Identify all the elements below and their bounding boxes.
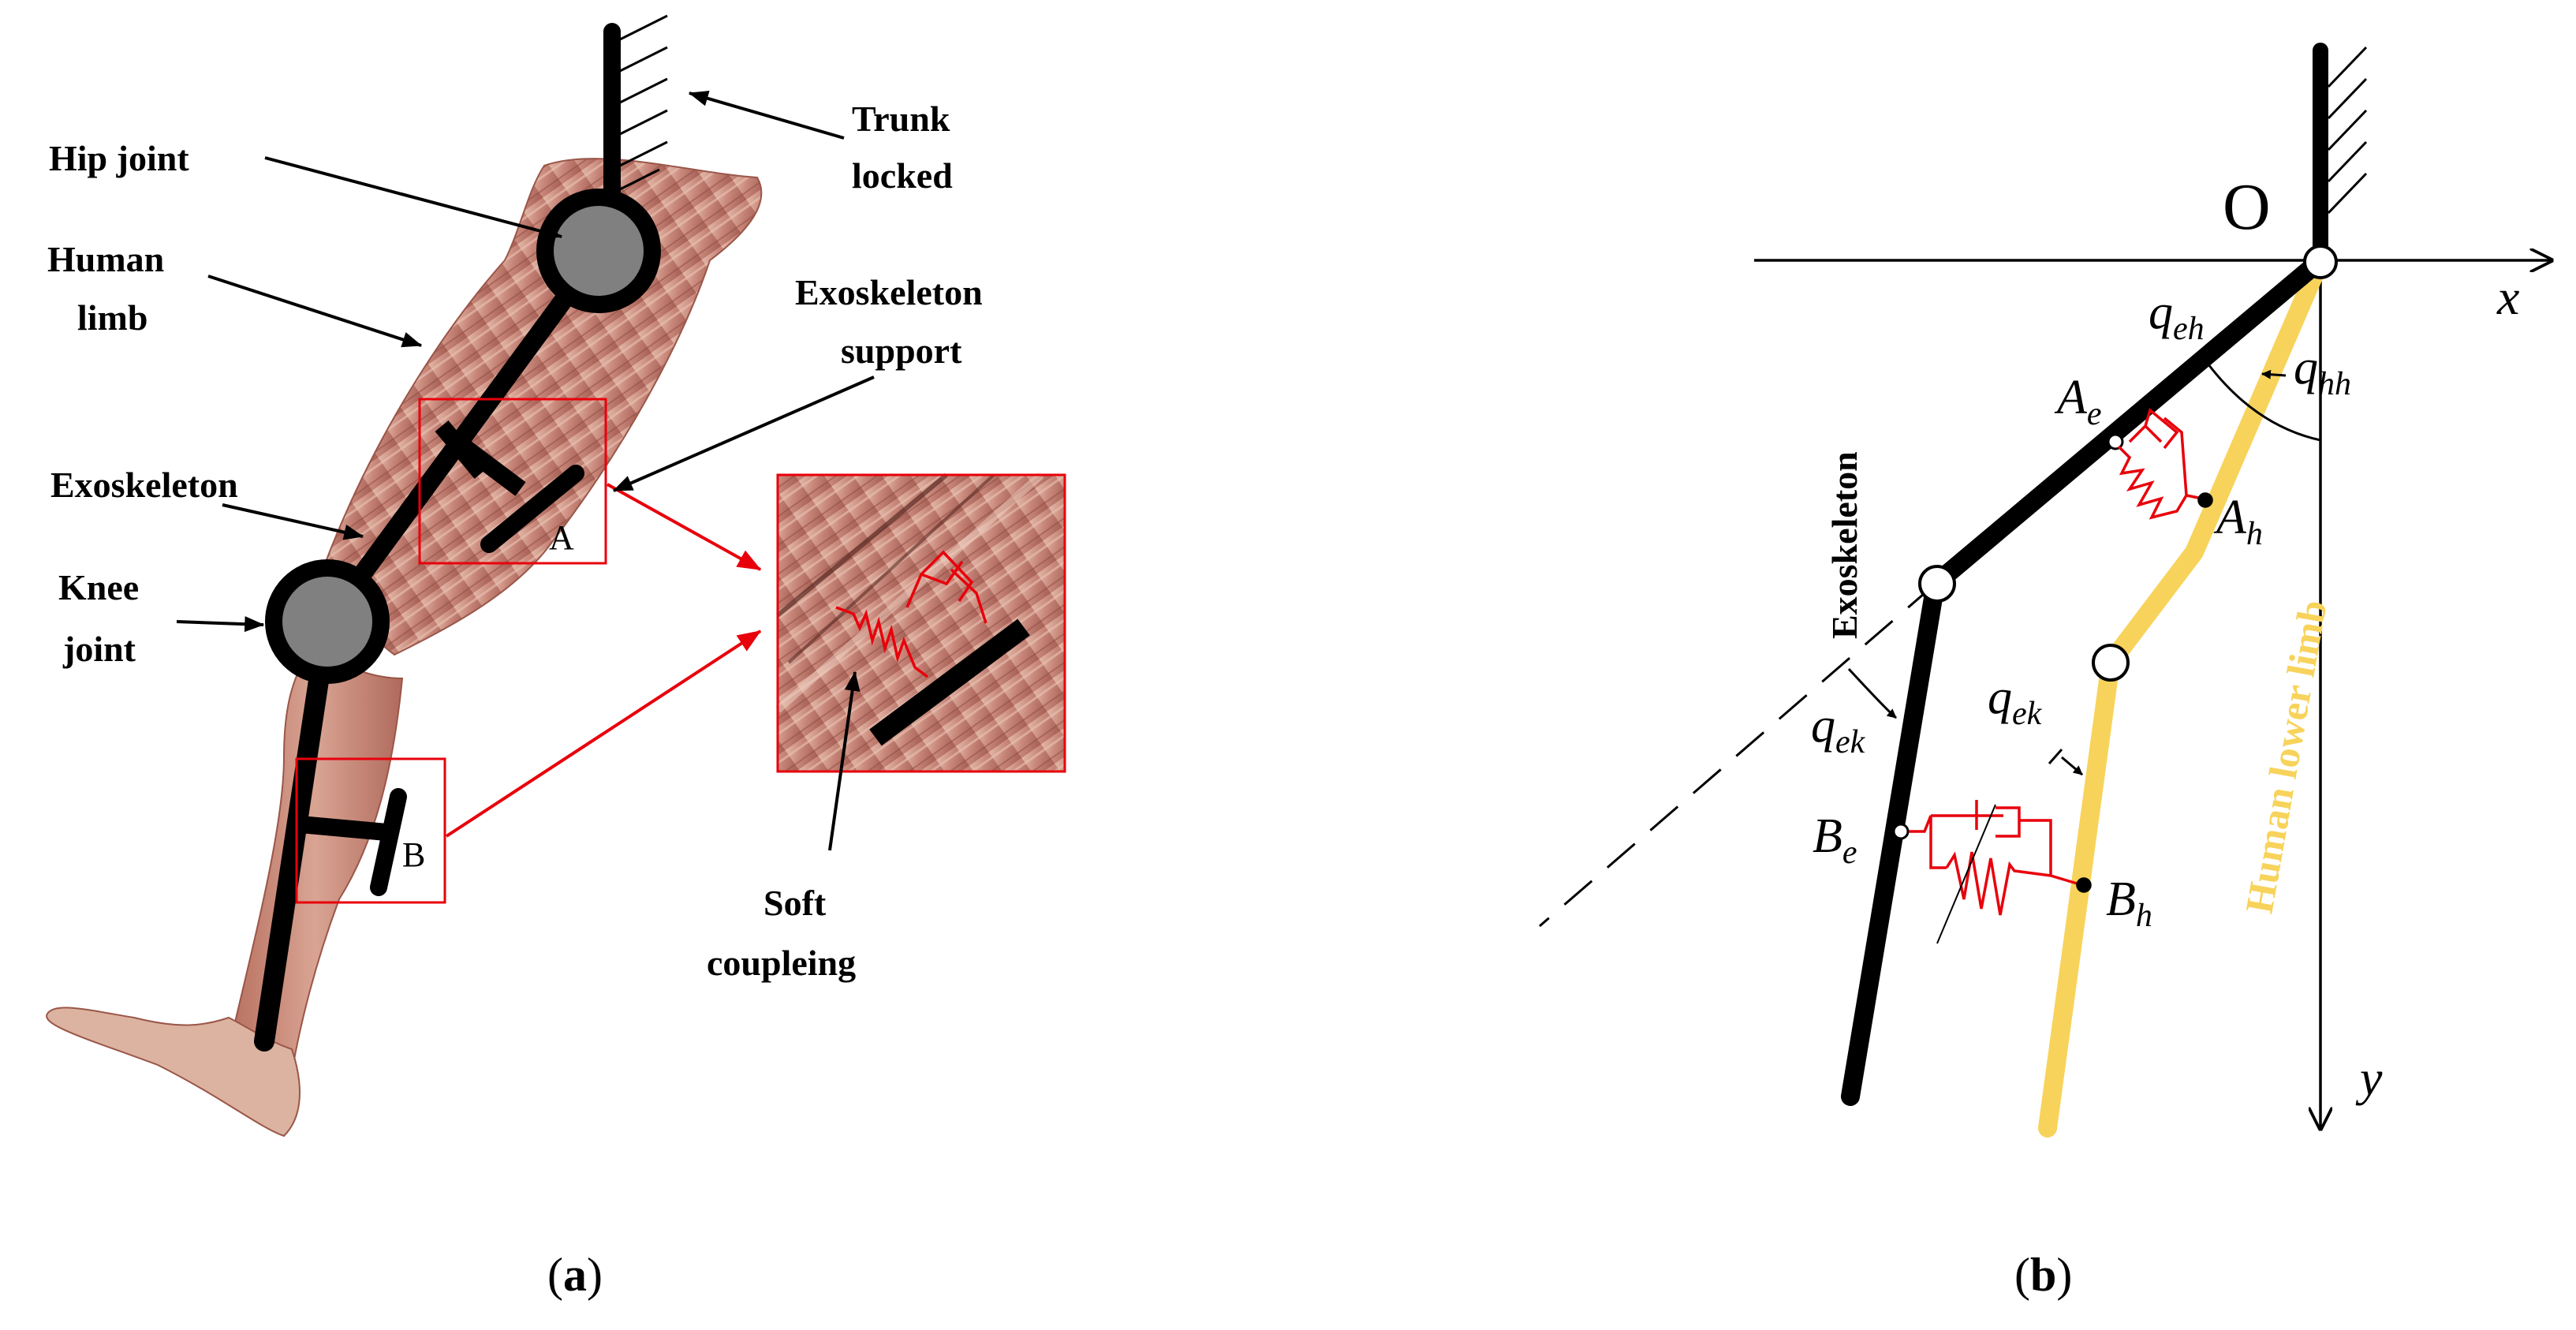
label-hip-joint: Hip joint <box>49 138 189 178</box>
red-arrow-a <box>607 483 762 571</box>
box-a <box>418 398 607 565</box>
inset <box>775 472 1066 773</box>
support-a-stub <box>435 420 488 480</box>
trunk-hatching-b <box>2327 46 2368 215</box>
arrow-knee <box>176 616 265 633</box>
label-bh: Bh <box>2106 872 2152 934</box>
foot-shape <box>46 1007 301 1138</box>
coupling-a <box>2107 407 2213 520</box>
label-trunk-2: locked <box>852 155 953 196</box>
support-b-pad <box>370 788 407 896</box>
label-be: Be <box>1813 809 1857 871</box>
angle-ref-ek-human <box>2048 749 2063 764</box>
hip-joint-b <box>2303 245 2338 279</box>
exo-thigh-line-b <box>1926 251 2330 593</box>
inset-background <box>778 475 1065 771</box>
angle-tick-ek-human <box>2061 756 2083 776</box>
knee-joint-exo-b <box>1918 565 1956 603</box>
panel-a: A B Trunk locked <box>46 14 1066 1301</box>
box-b <box>295 757 446 904</box>
label-q-hh: qhh <box>2294 341 2351 402</box>
support-b-arm <box>299 816 387 841</box>
caption-b: (b) <box>2014 1249 2072 1301</box>
hip-joint-circle <box>536 189 661 313</box>
label-trunk-1: Trunk <box>852 99 950 139</box>
coupling-b <box>1892 800 2092 944</box>
label-knee-1: Knee <box>58 567 139 607</box>
label-exoskeleton-b: Exoskeleton <box>1824 451 1865 639</box>
label-q-ek-human: qek <box>1988 671 2043 732</box>
angle-arc-ek-exo <box>1847 667 1897 719</box>
angle-arc-eh <box>2199 354 2321 442</box>
label-human-2: limb <box>77 297 147 338</box>
thigh-extension-dashed <box>1539 582 1936 928</box>
arrow-support <box>612 375 875 492</box>
label-knee-2: joint <box>62 629 136 669</box>
label-soft-2: coupleing <box>707 943 856 983</box>
arrow-exoskeleton <box>222 503 364 540</box>
label-exoskeleton: Exoskeleton <box>50 465 238 505</box>
inset-fiber-light <box>775 472 1044 713</box>
knee-joint-human-b <box>2092 644 2130 682</box>
label-ae: Ae <box>2054 371 2102 432</box>
arrow-soft-coupling <box>828 671 861 851</box>
panel-b: x y O <box>1539 43 2552 1301</box>
inset-fiber-dark-2 <box>787 473 995 664</box>
caption-a: (a) <box>547 1249 603 1301</box>
box-a-label: A <box>549 518 574 557</box>
leg-illustration <box>46 158 763 1138</box>
inset-frame <box>776 473 1066 773</box>
trunk-hatching <box>619 14 668 191</box>
point-be <box>1892 823 1910 840</box>
human-limb-line <box>2038 251 2330 1138</box>
label-support-1: Exoskeleton <box>795 272 983 312</box>
x-axis-label: x <box>2496 269 2519 325</box>
inset-fiber-dark-1 <box>776 473 948 618</box>
arrow-trunk <box>688 91 845 140</box>
inset-damper <box>905 550 974 608</box>
y-axis-label: y <box>2355 1050 2383 1106</box>
label-soft-1: Soft <box>763 883 827 923</box>
label-ah: Ah <box>2213 491 2263 552</box>
label-support-2: support <box>841 331 962 371</box>
inset-spring <box>835 606 929 678</box>
support-a-pad <box>480 465 584 553</box>
point-ah <box>2197 492 2213 508</box>
inset-damper-body <box>920 560 987 624</box>
exo-shank-line-b <box>1841 574 1945 1106</box>
inset-support-pad <box>869 618 1030 746</box>
label-q-eh: qeh <box>2149 286 2205 347</box>
point-bh <box>2076 877 2092 893</box>
point-ae <box>2107 433 2124 450</box>
knee-joint-circle <box>265 559 390 684</box>
arrow-hip <box>264 156 563 240</box>
box-b-label: B <box>402 835 425 874</box>
label-human-1: Human <box>47 239 164 279</box>
angle-arrow-hh <box>2261 369 2287 379</box>
arrow-human-limb <box>207 275 423 348</box>
origin-label: O <box>2223 170 2271 244</box>
label-q-ek-exo: qek <box>1811 699 1866 760</box>
red-arrow-b <box>445 630 762 838</box>
